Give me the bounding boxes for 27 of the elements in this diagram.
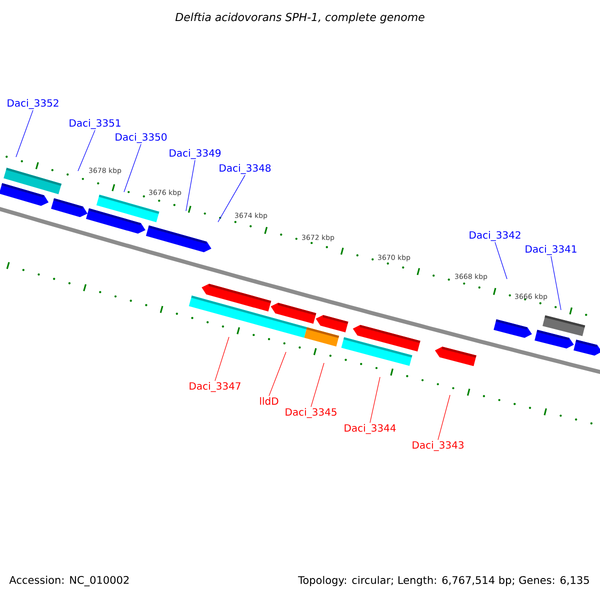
leader-line [268,352,286,396]
leader-line [214,336,230,382]
footer-text: Accession: NC_010002 [9,576,129,586]
leader-line [494,242,508,280]
gene-label: Daci_3343 [412,441,464,451]
gene-label: Daci_3352 [8,99,58,109]
gene-label: Daci_3341 [526,245,576,255]
leader-line [124,144,142,192]
gene-label: Daci_3344 [344,424,396,434]
gene-label: Daci_3349 [170,149,221,159]
footer-text: Topology: circular; Length: 6,767,514 bp; Genes: 6,135 [298,576,589,586]
gene-label: Daci_3351 [70,119,120,129]
gene-label: Daci_3350 [116,133,167,143]
gene-label: Daci_3342 [470,231,520,241]
leader-line [78,130,96,172]
leader-line [218,174,246,222]
leader-line [16,110,34,158]
gene-label: Daci_3348 [220,164,271,174]
title: Delftia acidovorans SPH-1, complete genome [175,12,424,24]
gene-label: Daci_3345 [286,408,336,418]
leader-line [550,256,562,310]
leader-line [370,376,380,424]
leader-line [438,394,450,440]
gene-label: Daci_3347 [190,382,240,392]
leader-line [310,362,324,408]
leader-line [186,160,196,212]
gene-label: lldD [260,397,278,405]
